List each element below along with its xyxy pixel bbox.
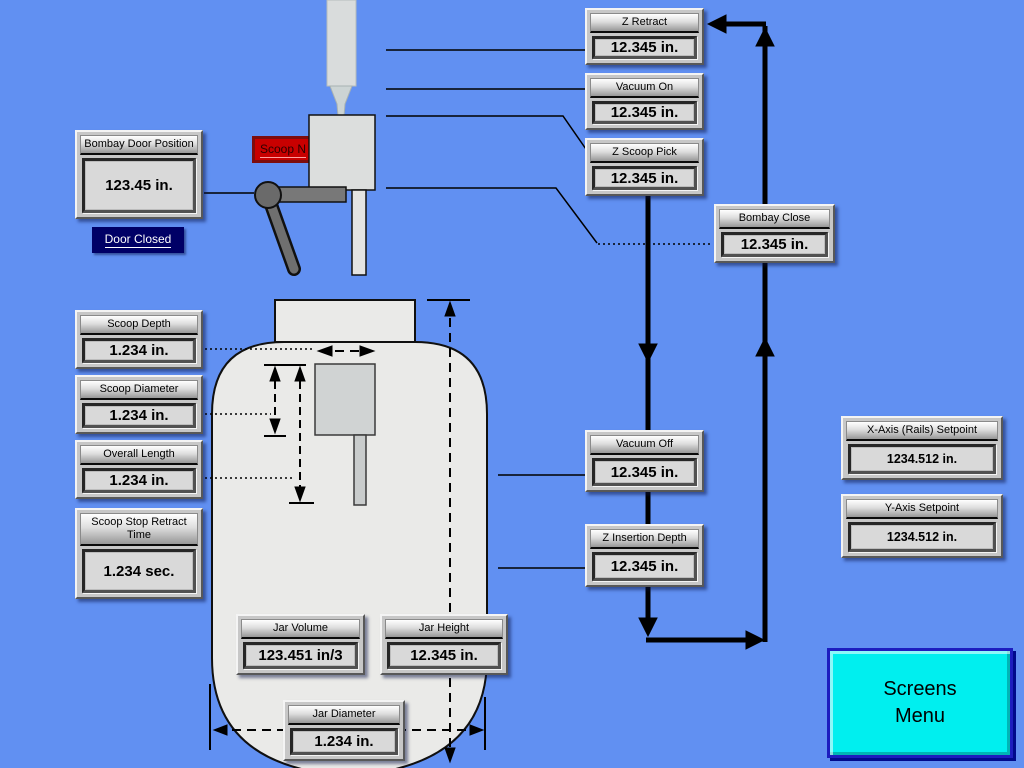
readout-value: 1234.512 in. <box>848 522 996 552</box>
readout-label: Scoop Diameter <box>80 380 198 401</box>
readout-label: Jar Diameter <box>288 705 400 726</box>
readout-scoop-depth[interactable]: Scoop Depth 1.234 in. <box>75 310 203 369</box>
readout-label: Z Retract <box>590 13 699 34</box>
readout-scoop-diameter[interactable]: Scoop Diameter 1.234 in. <box>75 375 203 434</box>
readout-value: 123.45 in. <box>82 158 196 213</box>
readout-bombay-door-position[interactable]: Bombay Door Position 123.45 in. <box>75 130 203 219</box>
scoop-alarm-indicator: Scoop N <box>252 136 366 163</box>
feeder-nozzle-icon <box>329 85 353 117</box>
readout-value: 1234.512 in. <box>848 444 996 474</box>
readout-jar-volume[interactable]: Jar Volume 123.451 in/3 <box>236 614 365 675</box>
scoop-stem <box>353 434 367 506</box>
readout-z-scoop-pick[interactable]: Z Scoop Pick 12.345 in. <box>585 138 704 196</box>
readout-value: 1.234 in. <box>82 338 196 363</box>
readout-jar-height[interactable]: Jar Height 12.345 in. <box>380 614 508 675</box>
readout-value: 1.234 in. <box>290 728 398 755</box>
readout-label: Bombay Door Position <box>80 135 198 156</box>
scoop-alarm-label: Scoop N <box>260 141 307 158</box>
readout-x-axis-rails-setpoint[interactable]: X-Axis (Rails) Setpoint 1234.512 in. <box>841 416 1003 480</box>
readout-value: 12.345 in. <box>592 36 697 60</box>
readout-value: 12.345 in. <box>592 458 697 486</box>
readout-label: X-Axis (Rails) Setpoint <box>846 421 998 442</box>
scoop-body <box>314 363 376 436</box>
dimension-lines <box>209 299 486 764</box>
readout-label: Scoop Depth <box>80 315 198 336</box>
readout-label: Bombay Close <box>719 209 830 230</box>
readout-label: Vacuum On <box>590 78 699 99</box>
door-arm-diagonal <box>264 194 299 274</box>
readout-value: 12.345 in. <box>592 166 697 190</box>
readout-z-retract[interactable]: Z Retract 12.345 in. <box>585 8 704 65</box>
screens-menu-label-line2: Menu <box>894 705 946 727</box>
readout-vacuum-off[interactable]: Vacuum Off 12.345 in. <box>585 430 704 492</box>
readout-label: Jar Volume <box>241 619 360 640</box>
readout-bombay-close[interactable]: Bombay Close 12.345 in. <box>714 204 835 263</box>
readout-scoop-stop-retract-time[interactable]: Scoop Stop Retract Time 1.234 sec. <box>75 508 203 599</box>
door-arm-diagonal-outline <box>262 192 301 276</box>
readout-value: 1.234 sec. <box>82 549 196 593</box>
feeder-rod <box>326 0 357 87</box>
readout-value: 12.345 in. <box>721 232 828 257</box>
door-arm-horizontal <box>262 186 347 203</box>
readout-value: 123.451 in/3 <box>243 642 358 669</box>
readout-value: 12.345 in. <box>387 642 501 669</box>
readout-y-axis-setpoint[interactable]: Y-Axis Setpoint 1234.512 in. <box>841 494 1003 558</box>
jar-neck <box>274 299 416 343</box>
readout-label: Z Scoop Pick <box>590 143 699 164</box>
readout-label: Y-Axis Setpoint <box>846 499 998 520</box>
readout-vacuum-on[interactable]: Vacuum On 12.345 in. <box>585 73 704 130</box>
screens-menu-label-line1: Screens <box>883 678 957 700</box>
door-status-label: Door Closed <box>104 232 172 248</box>
readout-value: 1.234 in. <box>82 468 196 493</box>
readout-label: Scoop Stop Retract Time <box>80 513 198 547</box>
readout-value: 12.345 in. <box>592 101 697 125</box>
readout-value: 1.234 in. <box>82 403 196 428</box>
door-status-indicator: Door Closed <box>92 227 184 253</box>
feeder-probe-rod <box>351 189 367 276</box>
screens-menu-button[interactable]: Screens Menu <box>827 648 1013 758</box>
readout-jar-diameter[interactable]: Jar Diameter 1.234 in. <box>283 700 405 761</box>
readout-label: Overall Length <box>80 445 198 466</box>
readout-overall-length[interactable]: Overall Length 1.234 in. <box>75 440 203 499</box>
pivot-joint <box>254 181 282 209</box>
readout-label: Jar Height <box>385 619 503 640</box>
readout-value: 12.345 in. <box>592 552 697 581</box>
readout-label: Z Insertion Depth <box>590 529 699 550</box>
readout-label: Vacuum Off <box>590 435 699 456</box>
readout-z-insertion-depth[interactable]: Z Insertion Depth 12.345 in. <box>585 524 704 587</box>
